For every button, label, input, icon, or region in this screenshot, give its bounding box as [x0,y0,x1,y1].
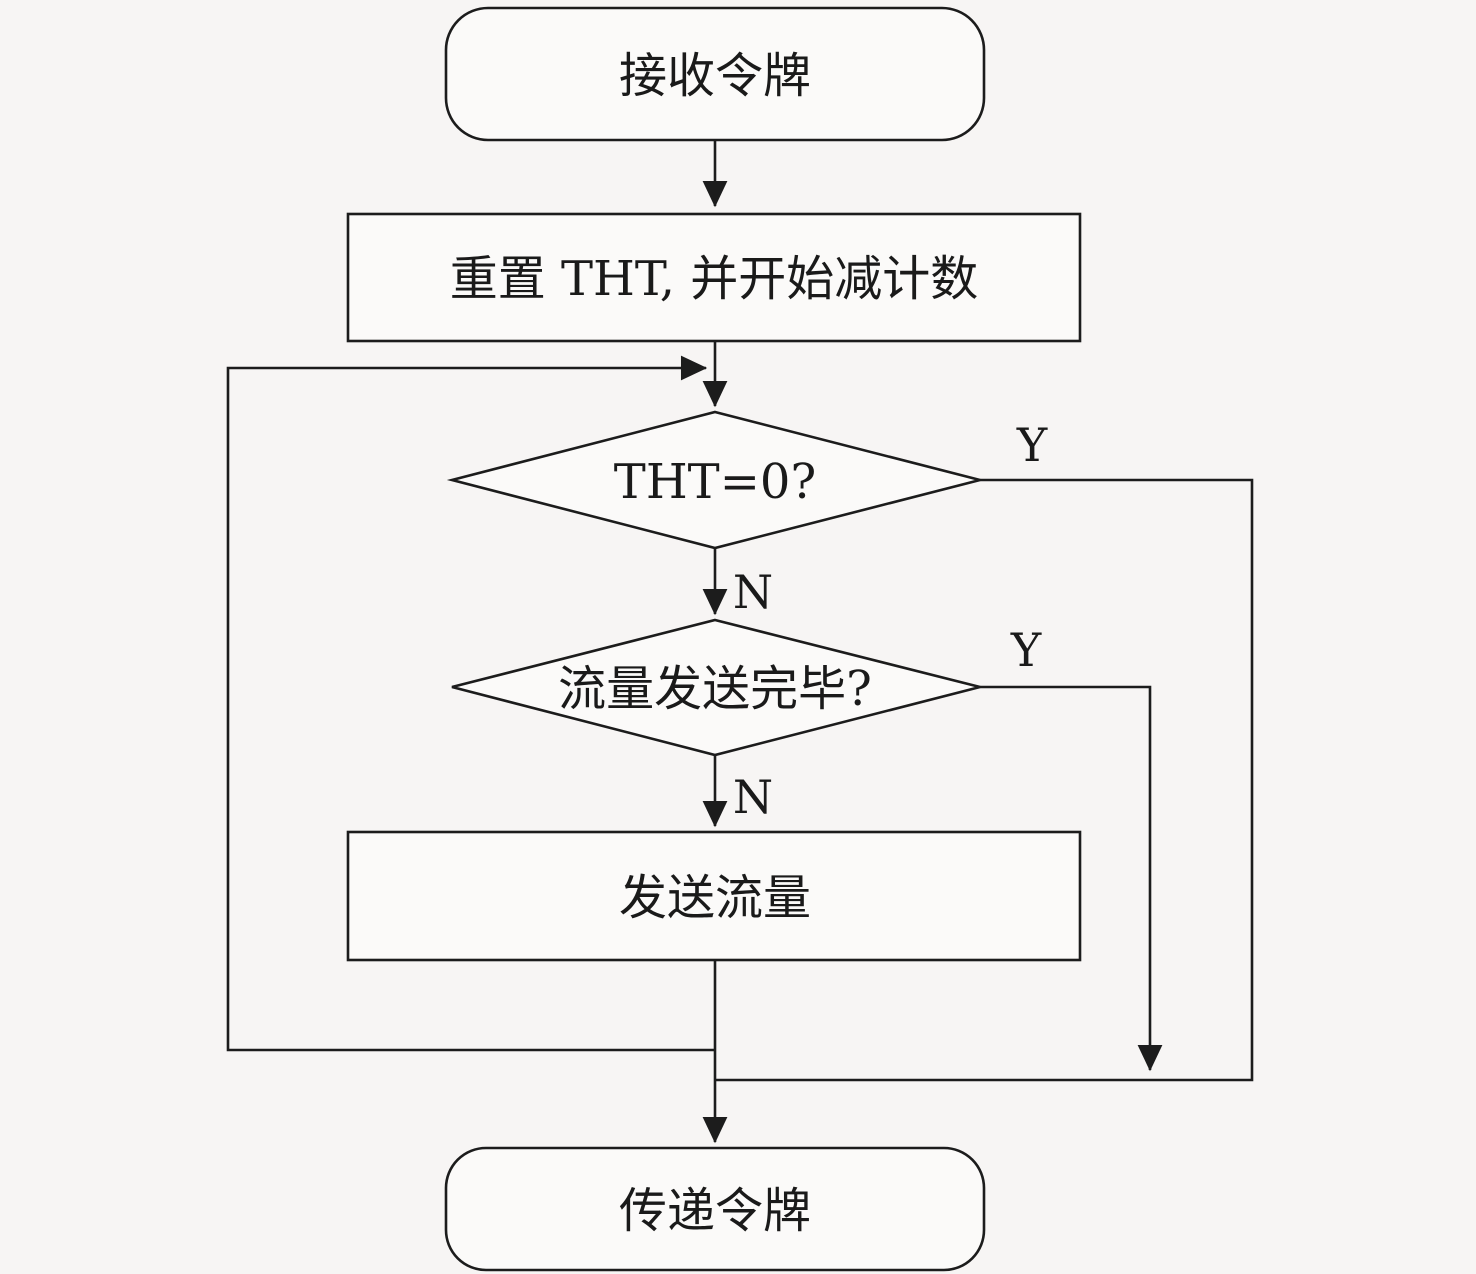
process-shape [346,830,1082,962]
terminator-shape [444,6,986,142]
node-end-label: 传递令牌 [619,1183,811,1239]
process-shape [346,212,1082,343]
node-start-terminator: 接收令牌 [444,6,986,142]
edge-label-traffic-yes: Y [1010,623,1042,677]
edge-tht-yes-branch [716,478,1254,1082]
node-start-label: 接收令牌 [619,48,811,104]
decision-shape [446,410,981,550]
flowchart-edge-labels: Y N Y N [733,418,1048,824]
edge-label-traffic-no: N [733,770,773,824]
node-send-traffic-process: 发送流量 [346,830,1082,962]
node-tht-zero-decision: THT=0? [446,410,981,550]
node-traffic-done-decision: 流量发送完毕? [451,618,981,757]
decision-shape [451,618,981,757]
node-send-traffic-label: 发送流量 [619,870,811,926]
edge-label-tht-no: N [733,565,773,619]
node-reset-tht-label: 重置 THT, 并开始减计数 [450,251,979,307]
node-reset-tht-process: 重置 THT, 并开始减计数 [346,212,1082,343]
flowchart-edges [226,140,1254,1144]
edge-label-tht-yes: Y [1016,418,1048,472]
node-tht-zero-label: THT=0? [614,454,816,510]
node-traffic-done-label: 流量发送完毕? [558,661,872,717]
edge-traffic-yes-branch [980,685,1163,1072]
flowchart-nodes: 接收令牌 重置 THT, 并开始减计数 THT=0? 流量发送完毕? 发送流量 [346,6,1082,1272]
node-end-terminator: 传递令牌 [444,1146,986,1272]
terminator-shape [444,1146,986,1272]
edge-loop-back [226,355,715,1052]
